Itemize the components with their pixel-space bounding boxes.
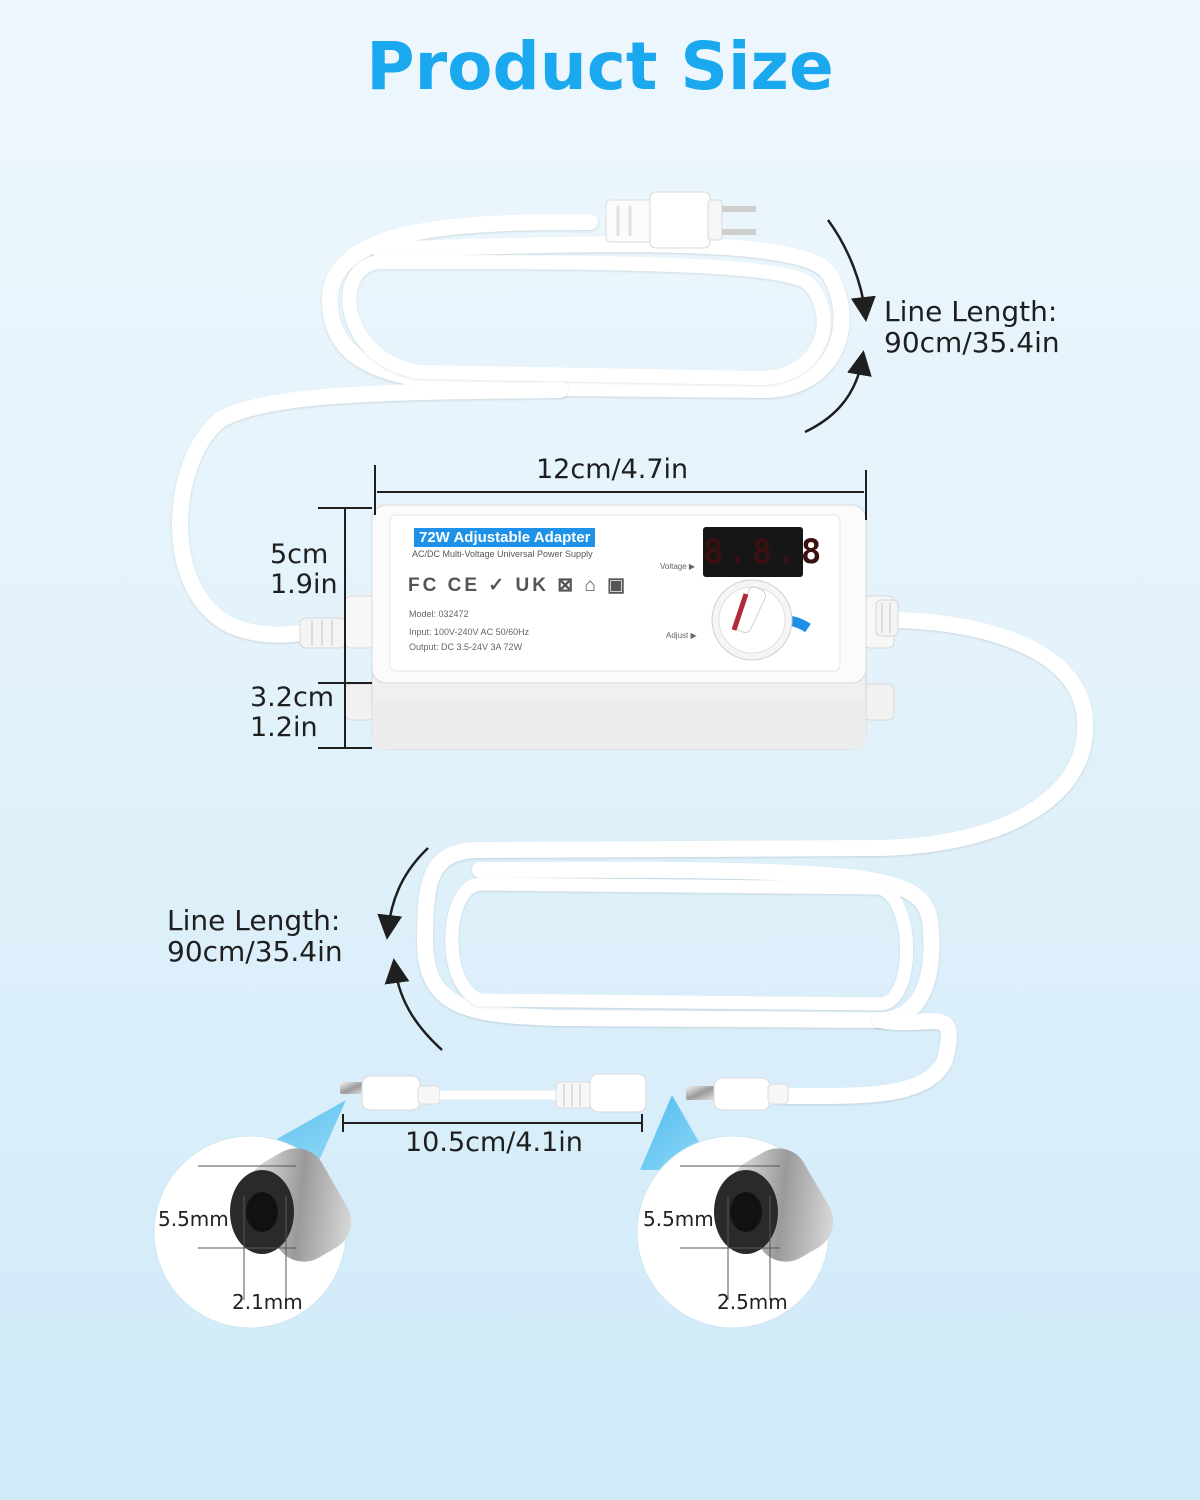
page-title: Product Size (366, 28, 834, 105)
height-dimension (318, 507, 372, 749)
upper-line-length-value: 90cm/35.4in (884, 326, 1060, 360)
lower-line-length-label: Line Length: (167, 904, 341, 937)
arrow-icon (377, 847, 443, 1051)
adapter-product-label: 72W Adjustable Adapter (414, 528, 596, 547)
adjust-label: Adjust ▶ (666, 631, 697, 640)
width-dimension (374, 465, 867, 520)
right-plug-inner-diameter: 2.5mm (717, 1290, 788, 1314)
upper-line-length: Line Length: 90cm/35.4in (884, 296, 1060, 359)
connector-length-label: 10.5cm/4.1in (405, 1127, 583, 1158)
lower-cable (416, 612, 1094, 1104)
adapter-width-label: 12cm/4.7in (536, 454, 689, 485)
arrow-icon (804, 219, 876, 434)
adapter-depth-in: 1.2in (250, 712, 318, 744)
connector-length-dimension (342, 1114, 643, 1132)
upper-cable (172, 214, 850, 643)
adapter-depth-label: 3.2cm 1.2in (250, 682, 335, 744)
adapter-output-spec: Output: DC 3.5-24V 3A 72W (409, 642, 523, 652)
dc-extension-connector (340, 1073, 647, 1113)
us-plug-icon (605, 191, 756, 249)
left-plug-inner-diameter: 2.1mm (232, 1290, 303, 1314)
voltage-display: 8.8.8 (703, 527, 821, 577)
adapter-model: Model: 032472 (409, 609, 469, 619)
adapter-input-spec: Input: 100V-240V AC 50/60Hz (409, 627, 530, 637)
left-plug-outer-diameter: 5.5mm (158, 1207, 229, 1231)
voltage-label: Voltage ▶ (660, 562, 696, 571)
adapter-height-label: 5cm 1.9in (270, 539, 338, 601)
lower-line-length: Line Length: 90cm/35.4in (167, 905, 343, 968)
adapter-height-cm: 5cm (270, 539, 329, 570)
adapter-height-in: 1.9in (270, 569, 338, 601)
adapter-depth-cm: 3.2cm (250, 682, 335, 713)
adapter-subtitle: AC/DC Multi-Voltage Universal Power Supp… (412, 549, 593, 559)
upper-line-length-label: Line Length: (884, 295, 1058, 328)
certification-marks: FC CE ✓ UK ⊠ ⌂ ▣ (408, 575, 629, 596)
dc-barrel-plug-icon (686, 1077, 789, 1111)
knob-icon[interactable] (711, 579, 811, 661)
left-plug-zoom (153, 1100, 352, 1329)
right-plug-zoom (636, 1095, 834, 1329)
lower-line-length-value: 90cm/35.4in (167, 935, 343, 969)
right-plug-outer-diameter: 5.5mm (643, 1207, 714, 1231)
